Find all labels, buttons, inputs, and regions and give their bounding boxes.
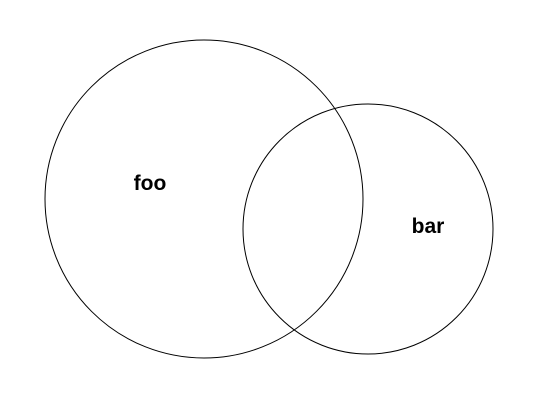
set-label-foo: foo [134, 172, 167, 195]
set-label-bar: bar [412, 215, 445, 238]
set-circle-foo [44, 39, 364, 359]
set-circle-bar [242, 103, 494, 355]
